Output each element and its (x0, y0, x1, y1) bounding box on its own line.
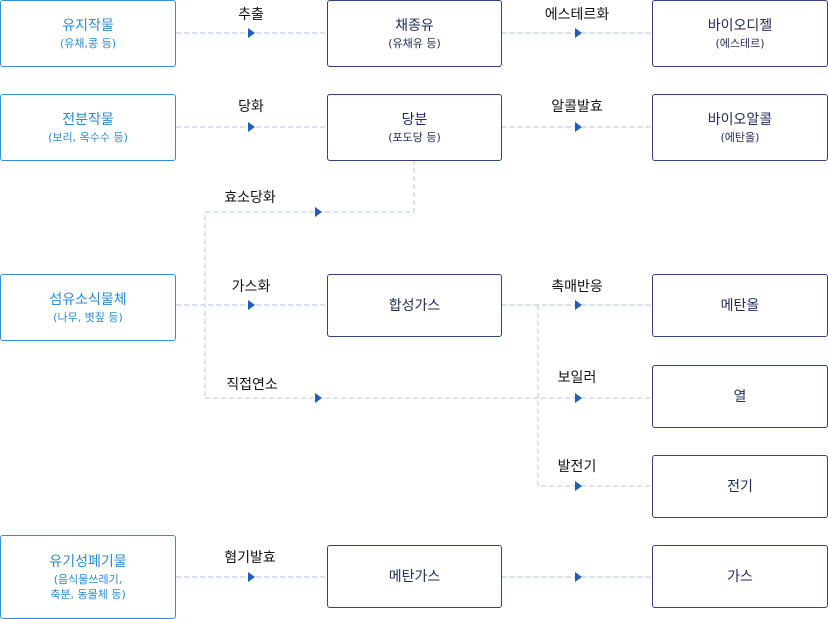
arrow-enzymatic-saccharification-icon (315, 207, 322, 217)
intermediate-title: 메탄가스 (388, 568, 441, 585)
product-gas: 가스 (652, 545, 828, 608)
intermediate-title: 합성가스 (388, 297, 441, 314)
process-direct-combustion-label: 직접연소 (226, 377, 278, 393)
product-title: 전기 (727, 478, 753, 495)
source-title: 섬유소식물체 (49, 291, 127, 308)
process-alcohol-fermentation-label: 알콜발효 (551, 99, 603, 115)
source-subtitle: (유채,콩 등) (59, 36, 117, 50)
arrow-anaerobic-digestion-icon (248, 572, 255, 582)
source-subtitle: (음식물쓰레기, 축분, 동물체 등) (50, 572, 126, 601)
product-title: 메탄올 (720, 297, 760, 314)
product-title: 가스 (727, 568, 753, 585)
product-subtitle: (에스테르) (715, 36, 765, 50)
arrow-catalytic-reaction-icon (575, 300, 582, 310)
intermediate-title: 채종유 (395, 17, 434, 34)
product-heat: 열 (652, 365, 828, 428)
intermediate-methane-gas: 메탄가스 (327, 545, 502, 608)
process-esterification-label: 에스테르화 (544, 7, 610, 23)
process-power-generation-label: 발전기 (557, 459, 597, 475)
product-title: 바이오디젤 (707, 17, 773, 34)
source-subtitle: (보리, 옥수수 등) (48, 130, 128, 144)
product-biodiesel: 바이오디젤 (에스테르) (652, 0, 828, 67)
connector-power-generation (537, 305, 652, 487)
product-electricity: 전기 (652, 455, 828, 518)
arrow-gas-icon (575, 572, 582, 582)
source-starch-crops: 전분작물 (보리, 옥수수 등) (0, 94, 176, 161)
source-oil-crops: 유지작물 (유채,콩 등) (0, 0, 176, 67)
arrow-gasification-icon (248, 300, 255, 310)
source-title: 전분작물 (62, 111, 114, 128)
intermediate-sugar: 당분 (포도당 등) (327, 94, 502, 161)
process-extraction-label: 추출 (238, 7, 264, 23)
intermediate-subtitle: (포도당 등) (388, 130, 441, 144)
arrow-extraction-icon (248, 28, 255, 38)
process-gasification-label: 가스화 (231, 279, 271, 295)
arrow-power-generation-icon (575, 481, 582, 491)
product-title: 열 (733, 388, 747, 405)
product-bioalcohol: 바이오알콜 (에탄올) (652, 94, 828, 161)
intermediate-title: 당분 (401, 111, 428, 128)
arrow-esterification-icon (575, 28, 582, 38)
intermediate-subtitle: (유채유 등) (388, 36, 441, 50)
process-saccharification-label: 당화 (238, 99, 264, 115)
intermediate-rapeseed-oil: 채종유 (유채유 등) (327, 0, 502, 67)
source-title: 유기성폐기물 (49, 553, 127, 570)
product-subtitle: (에탄올) (720, 130, 760, 144)
arrow-alcohol-fermentation-icon (575, 122, 582, 132)
process-enzymatic-saccharification-label: 효소당화 (224, 190, 276, 206)
process-boiler-label: 보일러 (557, 370, 597, 386)
source-cellulose-plants: 섬유소식물체 (나무, 볏짚 등) (0, 274, 176, 341)
intermediate-syngas: 합성가스 (327, 274, 502, 337)
arrow-direct-combustion-icon (315, 393, 322, 403)
product-title: 바이오알콜 (707, 111, 773, 128)
arrow-saccharification-icon (248, 122, 255, 132)
source-title: 유지작물 (62, 17, 114, 34)
source-organic-waste: 유기성폐기물 (음식물쓰레기, 축분, 동물체 등) (0, 535, 176, 619)
process-anaerobic-digestion-label: 혐기발효 (224, 550, 276, 566)
product-methanol: 메탄올 (652, 274, 828, 337)
source-subtitle: (나무, 볏짚 등) (53, 310, 123, 324)
arrow-boiler-icon (575, 393, 582, 403)
process-catalytic-reaction-label: 촉매반응 (551, 279, 603, 295)
